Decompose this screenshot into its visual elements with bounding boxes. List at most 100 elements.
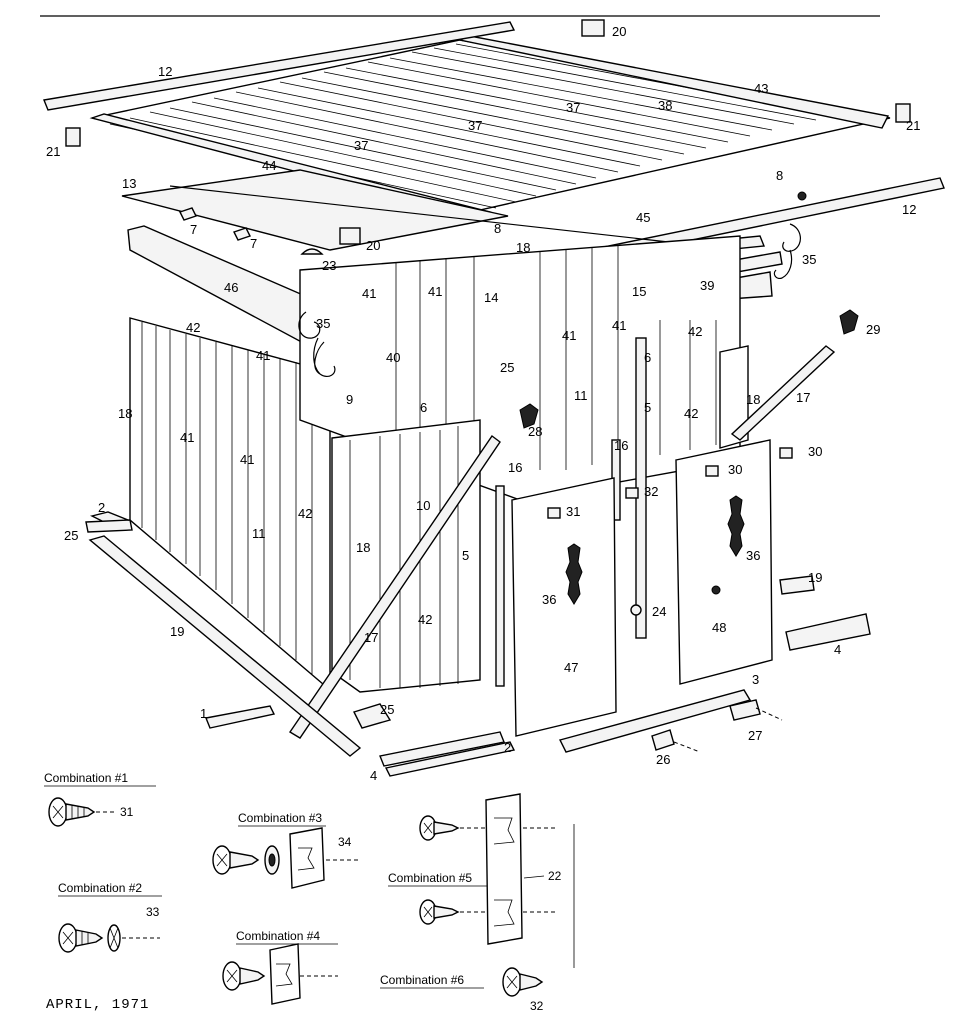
combination-2-part: 33: [146, 905, 160, 919]
screw-icon: [222, 961, 266, 991]
left-wall-ribs: [141, 322, 313, 674]
callout: 26: [656, 752, 670, 767]
callout: 7: [250, 236, 257, 251]
callout: 42: [418, 612, 432, 627]
callout: 47: [564, 660, 578, 675]
screw-icon: [48, 797, 96, 827]
scroll-rosette: [797, 191, 807, 201]
callout: 29: [866, 322, 880, 337]
callout: 20: [612, 24, 626, 39]
callout: 25: [380, 702, 394, 717]
callout: 41: [562, 328, 576, 343]
callout: 37: [566, 100, 580, 115]
callout: 16: [614, 438, 628, 453]
callout: 6: [420, 400, 427, 415]
callout: 18: [118, 406, 132, 421]
callout: 11: [252, 526, 266, 541]
callout: 10: [416, 498, 430, 513]
callout: 43: [754, 81, 768, 96]
callout: 46: [224, 280, 238, 295]
callout: 20: [366, 238, 380, 253]
diagram-date: APRIL, 1971: [46, 997, 149, 1013]
callout: 12: [902, 202, 916, 217]
door-track-3: [558, 689, 752, 753]
screw-icon: [212, 845, 260, 875]
base-plate-1: [205, 705, 276, 729]
callout: 2: [98, 500, 105, 515]
callout: 41: [240, 452, 254, 467]
roof-assembly: [43, 19, 945, 267]
callout: 41: [612, 318, 626, 333]
door-right-48: [675, 439, 773, 685]
callout: 5: [644, 400, 651, 415]
clip-strip-icon: [485, 793, 523, 945]
callout: 8: [494, 221, 501, 236]
door-left-47: [511, 477, 617, 737]
top-rail-left: [43, 21, 516, 111]
callout: 23: [322, 258, 336, 273]
door-pull-28: [519, 403, 539, 429]
door-pull-28-right: [839, 309, 859, 335]
callout: 40: [386, 350, 400, 365]
callout: 6: [644, 350, 651, 365]
lock-washer-icon: [107, 924, 121, 952]
callout: 30: [728, 462, 742, 477]
corner-cap-front: [339, 227, 361, 245]
wall-panels: [129, 235, 749, 693]
base-rail-19: [88, 535, 362, 757]
callout: 27: [748, 728, 762, 743]
callout: 19: [170, 624, 184, 639]
callout: 37: [354, 138, 368, 153]
corner-cap-left: [65, 127, 81, 147]
door-ornament-36: [565, 543, 583, 605]
callout: 31: [566, 504, 580, 519]
base-rail-19-right: [779, 575, 815, 595]
screw-icon: [502, 967, 544, 997]
front-panel-ribs: [349, 426, 459, 688]
diagonal-brace-17: [289, 435, 501, 739]
callout: 32: [644, 484, 658, 499]
combination-4-label: Combination #4: [236, 929, 320, 943]
combination-6-label: Combination #6: [380, 973, 464, 987]
combination-2-label: Combination #2: [58, 881, 142, 895]
right-corner-panel: [719, 345, 749, 449]
callout: 4: [834, 642, 841, 657]
combination-3-label: Combination #3: [238, 811, 322, 825]
callout: 30: [808, 444, 822, 459]
door-stop-27: [729, 699, 761, 721]
braces-scrolls: [289, 191, 859, 739]
door-guide-4: [785, 613, 871, 651]
callout: 18: [516, 240, 530, 255]
callout: 11: [574, 388, 588, 403]
callout: 37: [468, 118, 482, 133]
callout: 4: [370, 768, 377, 783]
callout: 17: [796, 390, 810, 405]
doors: [511, 439, 793, 737]
callout: 42: [688, 324, 702, 339]
callout: 21: [906, 118, 920, 133]
roof-support-channel: [121, 169, 509, 251]
callouts: 20 12 43 38 37 37 37 21 21 44 8 13 12 45…: [46, 24, 920, 783]
combination-1-part: 31: [120, 805, 134, 819]
bracket-clip: [233, 227, 251, 241]
roof-brace: [169, 185, 741, 251]
callout: 7: [190, 222, 197, 237]
callout: 16: [508, 460, 522, 475]
callout: 13: [122, 176, 136, 191]
callout: 39: [700, 278, 714, 293]
diagonal-brace-17-right: [730, 345, 836, 441]
callout: 41: [256, 348, 270, 363]
callout: 18: [746, 392, 760, 407]
screw-icon: [419, 899, 460, 925]
screw-icon: [419, 815, 460, 841]
callout: 41: [428, 284, 442, 299]
callout: 45: [636, 210, 650, 225]
corner-cap-right: [895, 103, 911, 123]
callout: 12: [158, 64, 172, 79]
callout: 2: [504, 740, 511, 755]
rear-wall-ribs: [395, 246, 717, 470]
callout: 1: [200, 706, 207, 721]
callout: 35: [316, 316, 330, 331]
